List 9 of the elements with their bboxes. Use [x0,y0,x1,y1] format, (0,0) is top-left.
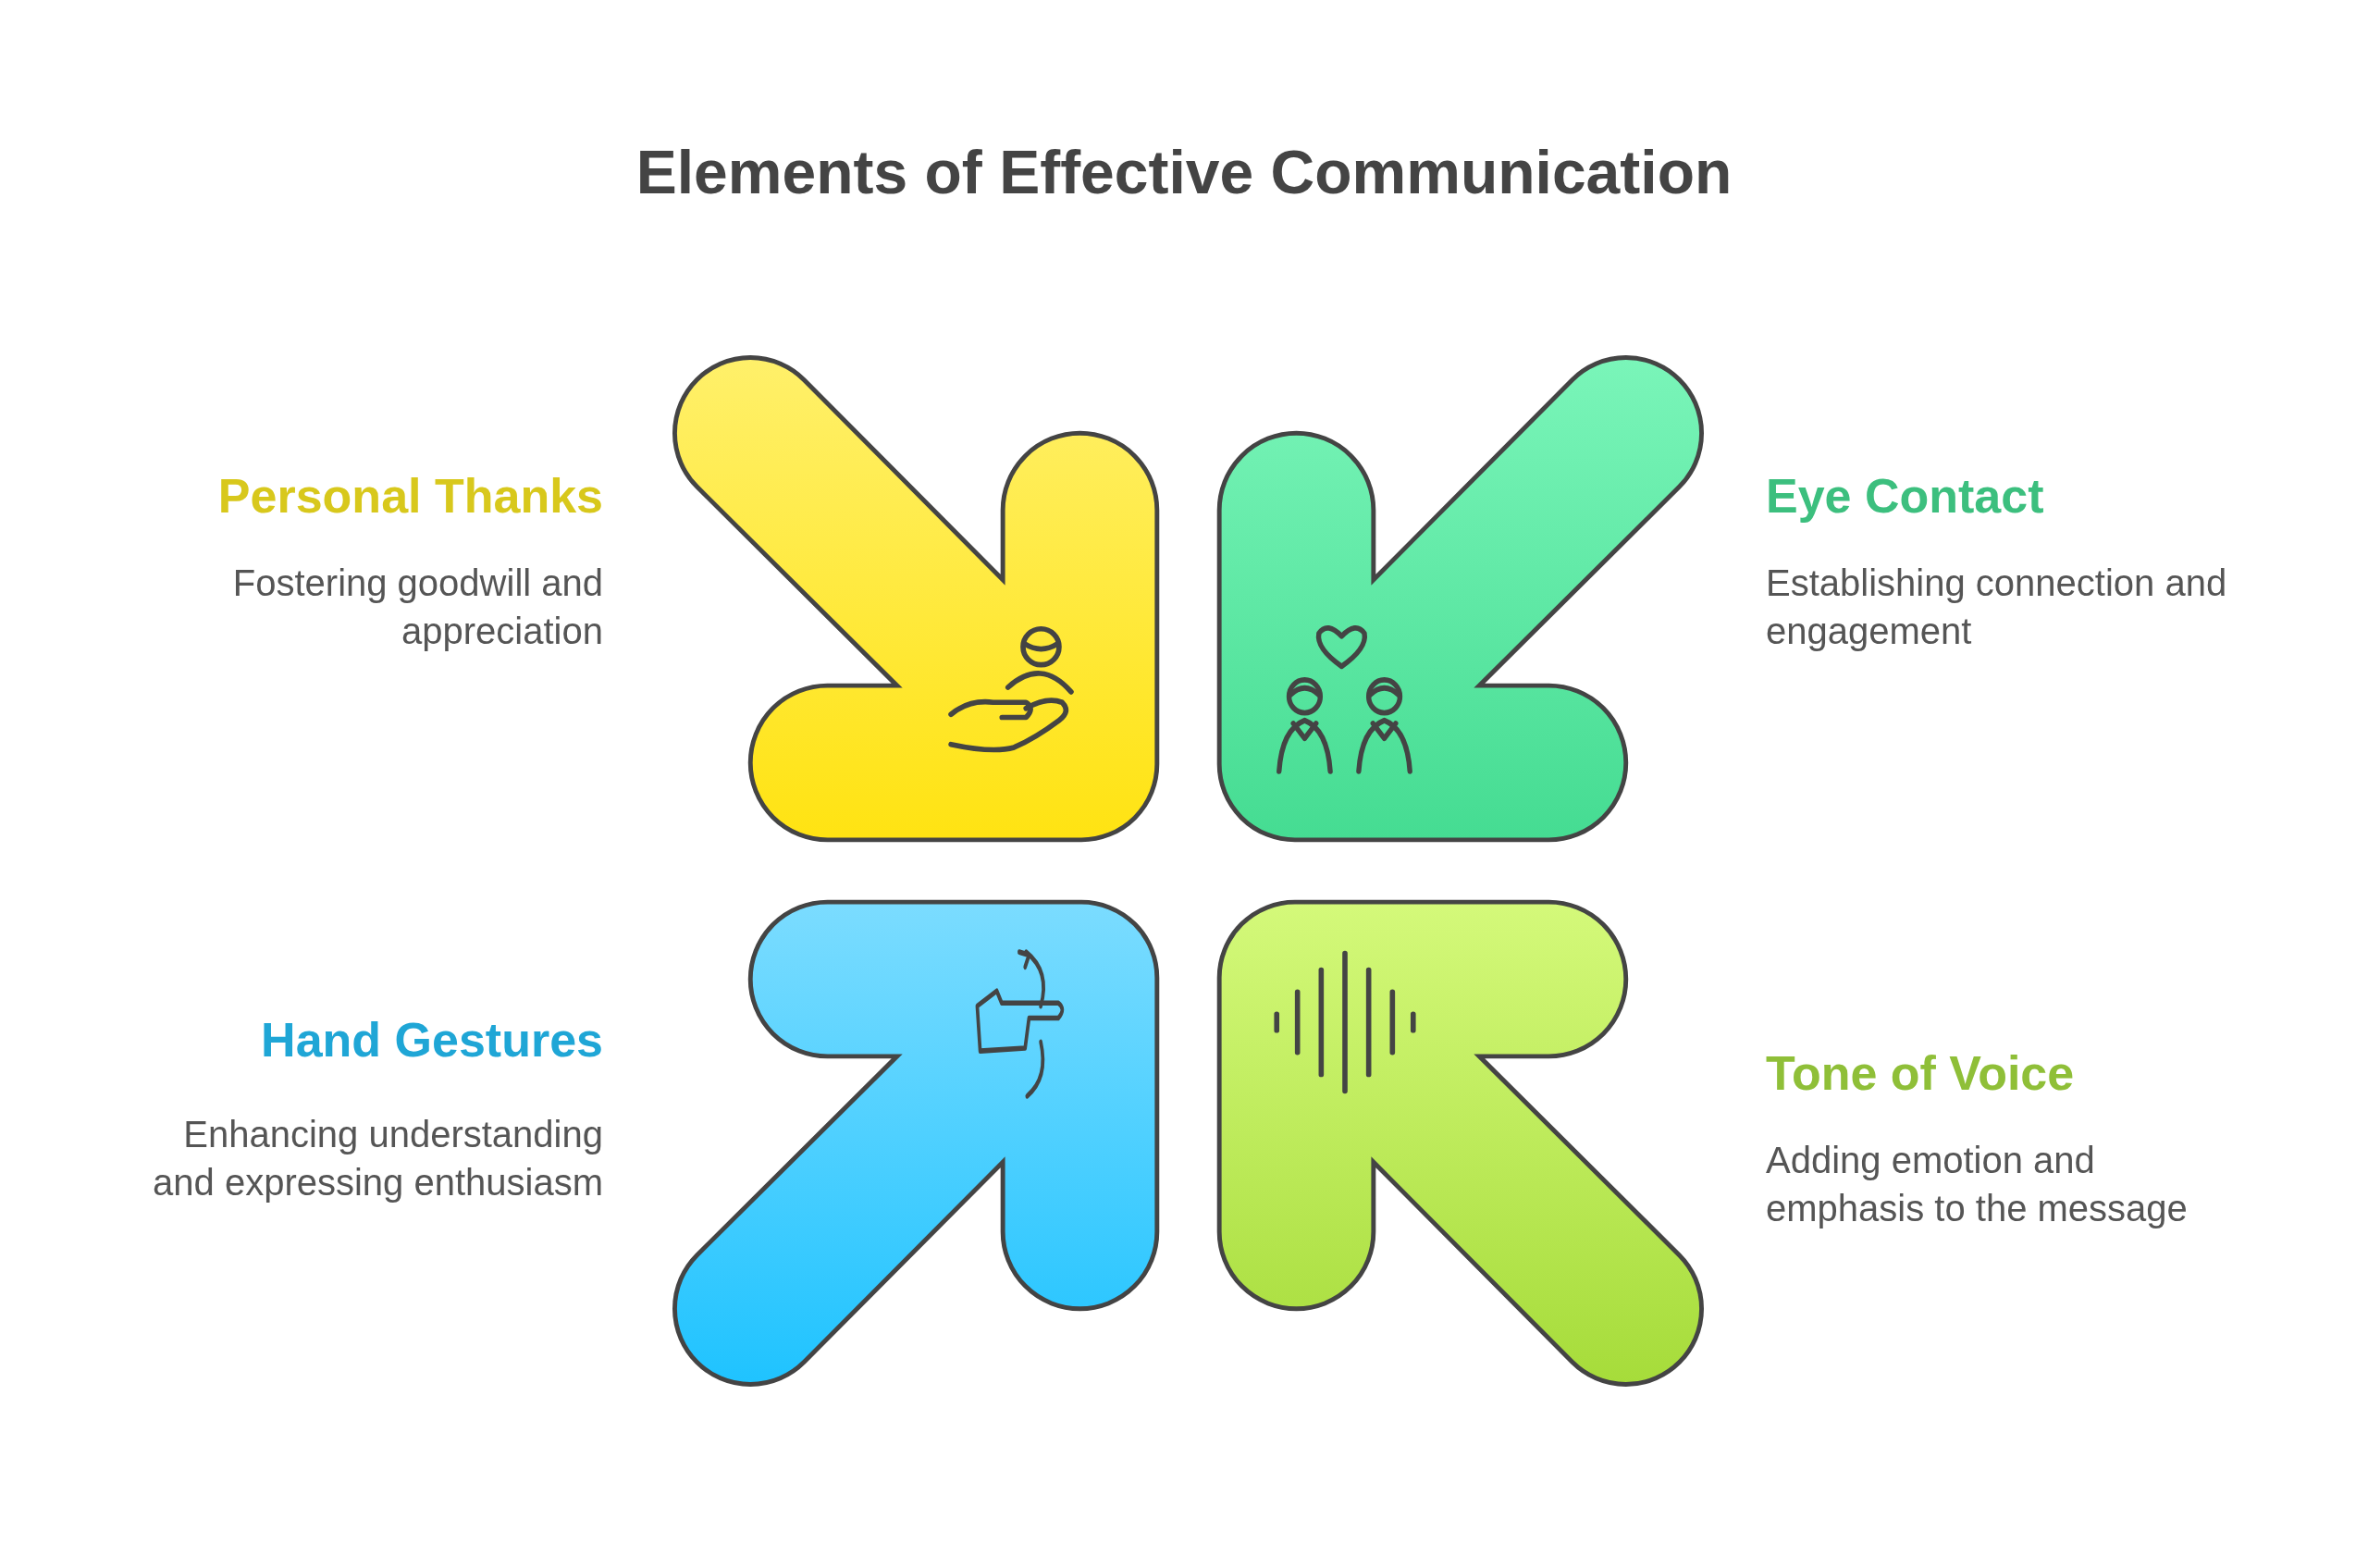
title: Elements of Effective Communication [635,137,1733,207]
description: Fostering goodwill and appreciation [231,562,603,653]
heading: Eye Contact [1766,468,2044,524]
description: Enhancing understanding and expressing enthusiasm [152,1113,603,1204]
heading: Personal Thanks [217,468,603,524]
heading: Hand Gestures [261,1012,603,1068]
description: Establishing connection and engagement [1766,562,2228,653]
description: Adding emotion and emphasis to the message [1766,1139,2189,1230]
heading: Tone of Voice [1766,1045,2075,1101]
